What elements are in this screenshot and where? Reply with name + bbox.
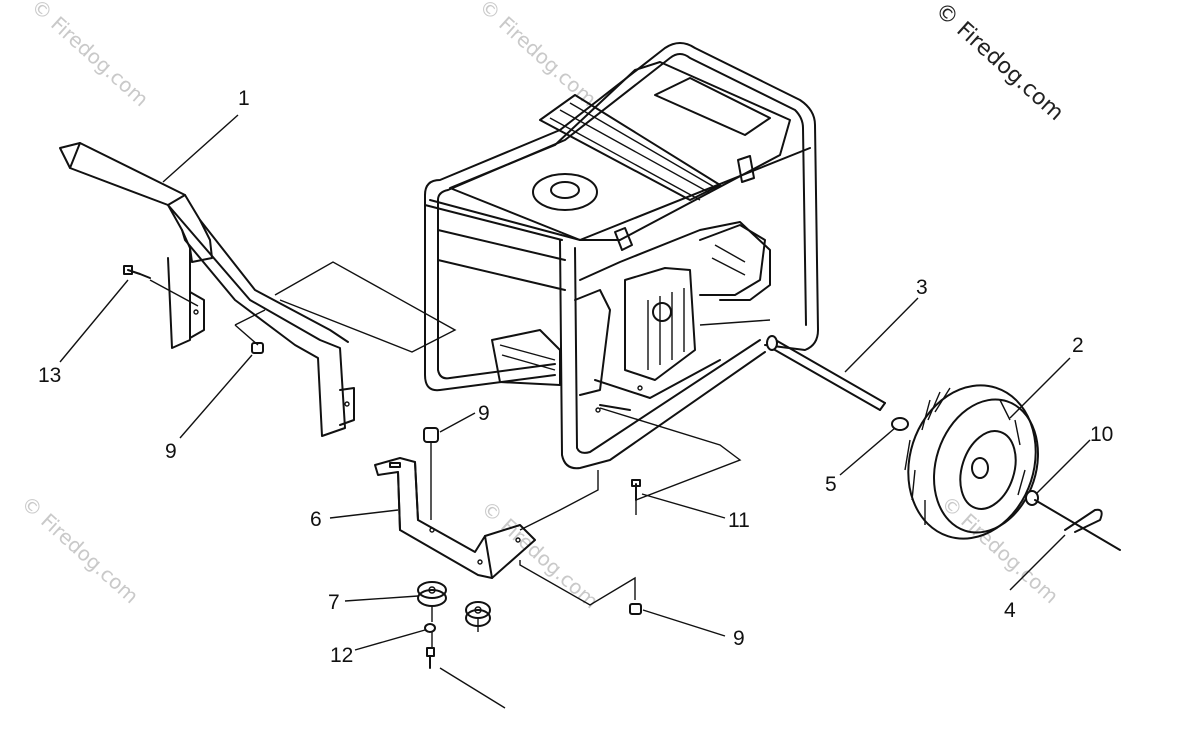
bolt-part-11 [631, 479, 641, 501]
washer-part-12 [424, 623, 436, 633]
callout-2: 2 [1072, 334, 1084, 357]
axle-part [766, 335, 886, 411]
callout-5: 5 [825, 473, 837, 496]
callout-1: 1 [238, 87, 250, 110]
watermark-top-right: © Firedog.com [930, 0, 1068, 126]
callout-6: 6 [310, 508, 322, 531]
assembly-lines [149, 261, 771, 709]
callout-labels: 1 2 3 4 5 6 7 9 9 9 10 11 12 13 [38, 87, 1113, 667]
wheel-part [904, 384, 1039, 540]
handle-part [59, 142, 355, 437]
engine-body [491, 221, 771, 413]
watermark-bottom-center: © Firedog.com [477, 496, 604, 613]
bolt-part-13 [123, 265, 151, 279]
callout-9-lower: 9 [733, 627, 745, 650]
nut-part-9-lower [629, 603, 642, 615]
leader-lines [59, 114, 1091, 651]
mounting-bracket [374, 457, 536, 579]
bolt-part-bottom [426, 647, 435, 669]
watermarks: © Firedog.com © Firedog.com © Firedog.co… [17, 0, 1069, 613]
watermark-bottom-left: © Firedog.com [17, 491, 144, 608]
callout-7: 7 [328, 591, 340, 614]
nut-part-9-top [423, 427, 439, 520]
callout-9-top: 9 [478, 402, 490, 425]
watermark-top-left: © Firedog.com [27, 0, 154, 111]
callout-11: 11 [728, 509, 750, 532]
spacer-part [891, 417, 909, 431]
fuel-tank [449, 61, 791, 251]
pin-part [1034, 499, 1121, 551]
watermark-bottom-right: © Firedog.com [937, 491, 1064, 608]
isolator-mount-left [417, 581, 447, 607]
callout-3: 3 [916, 276, 928, 299]
callout-4: 4 [1004, 599, 1016, 622]
callout-12: 12 [330, 644, 353, 667]
washer-part [1025, 490, 1039, 506]
watermark-top-center: © Firedog.com [475, 0, 602, 111]
callout-13: 13 [38, 364, 61, 387]
callout-10: 10 [1090, 423, 1113, 446]
nut-part-9-left [251, 342, 264, 354]
callout-9-left: 9 [165, 440, 177, 463]
